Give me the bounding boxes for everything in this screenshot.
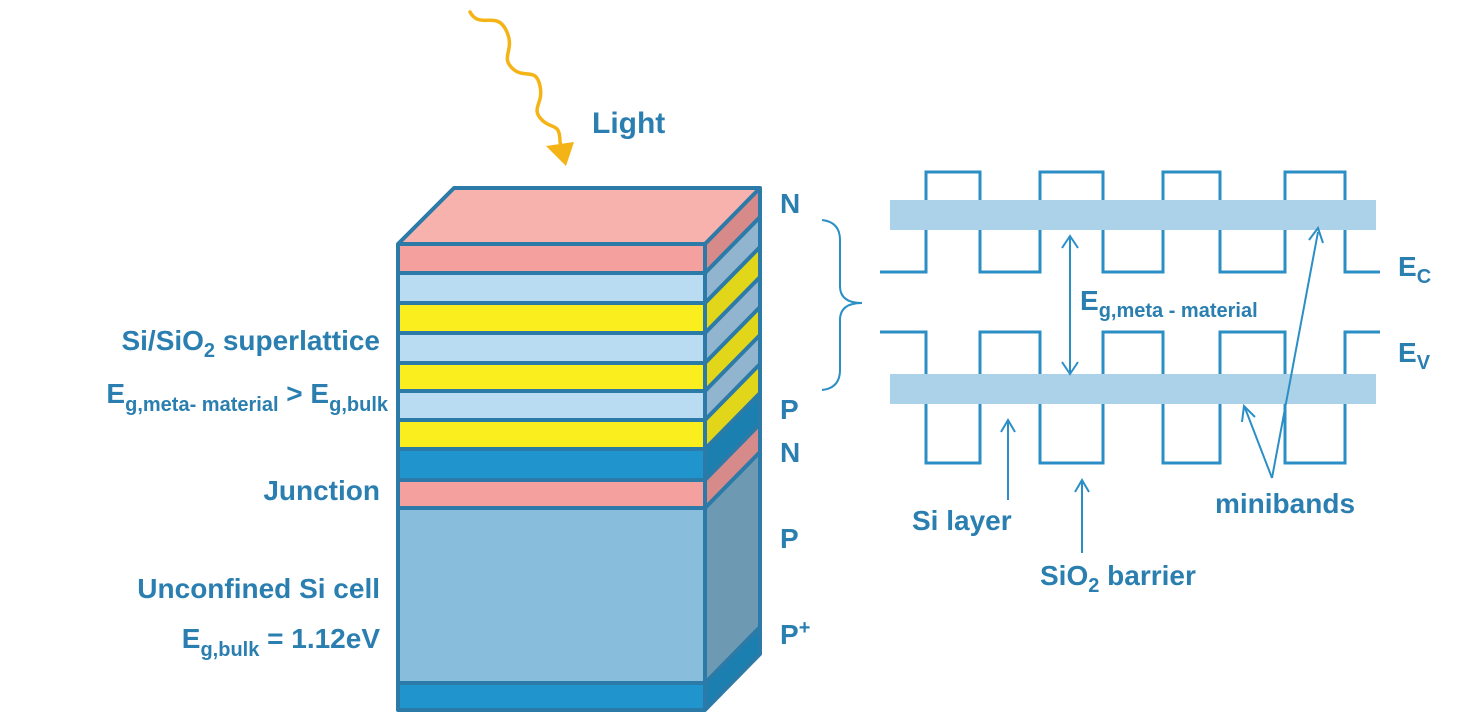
junction-label: Junction [263, 475, 380, 506]
layer-junction-n [398, 449, 705, 480]
side-sl-blue-2 [705, 277, 760, 363]
cell-stack [396, 186, 762, 712]
sio2-barrier-label: SiO2 barrier [1040, 560, 1196, 597]
layer-bulk [398, 508, 705, 683]
side-bulk [705, 452, 760, 683]
sio2-barrier-pointer-head [1074, 478, 1090, 493]
layer-sl-blue-2 [398, 333, 705, 363]
light-arrowhead [546, 142, 574, 166]
miniband-pointer-lower [1244, 407, 1273, 479]
light-label: Light [592, 107, 665, 140]
doping-n-junction: N [780, 437, 800, 468]
eg-meta-material-label: Eg,meta - material [1080, 285, 1258, 322]
conduction-band-edge [880, 170, 1380, 274]
minibands-label: minibands [1215, 488, 1355, 519]
side-sl-yellow-3 [705, 364, 760, 449]
light-wave-line [468, 10, 564, 152]
doping-n-top: N [780, 188, 800, 219]
side-p-plus [705, 627, 760, 710]
band-diagram [880, 170, 1380, 553]
side-sl-yellow-1 [705, 247, 760, 333]
side-sl-blue-3 [705, 335, 760, 420]
ev-label: EV [1398, 337, 1431, 374]
layer-junction-p [398, 480, 705, 508]
superlattice-brace [821, 219, 863, 391]
superlattice-label: Si/SiO2 superlattice [121, 325, 380, 362]
bandgap-arrow-head-bottom [1061, 361, 1079, 376]
miniband-pointer-upper [1271, 231, 1319, 479]
layer-sl-blue-3 [398, 391, 705, 420]
si-layer-label: Si layer [912, 505, 1012, 536]
si-layer-pointer-head [1000, 418, 1016, 433]
eg-bulk-label: Eg,bulk = 1.12eV [182, 623, 381, 661]
side-junction-n [705, 393, 760, 480]
light-ray [468, 10, 574, 166]
layer-n-top [398, 244, 705, 273]
layer-p-plus [398, 683, 705, 710]
side-sl-yellow-2 [705, 307, 760, 391]
valence-band-edge [880, 330, 1380, 465]
side-n-top [705, 188, 760, 273]
layer-sl-yellow-2 [398, 363, 705, 391]
layer-sl-yellow-1 [398, 303, 705, 333]
bandgap-arrow-head-top [1061, 234, 1079, 249]
unconfined-cell-label: Unconfined Si cell [137, 573, 380, 604]
stack-outlines [396, 186, 762, 712]
ec-label: EC [1398, 251, 1431, 288]
miniband-pointer-upper-head [1308, 225, 1324, 244]
doping-p-plus: P+ [780, 617, 810, 650]
doping-p-bulk: P [780, 523, 799, 554]
top-face [398, 188, 760, 244]
side-junction-p [705, 424, 760, 508]
eg-compare-label: Eg,meta- material > Eg,bulk [106, 378, 388, 416]
layer-sl-yellow-3 [398, 420, 705, 449]
side-sl-blue-1 [705, 217, 760, 303]
doping-p-top: P [780, 394, 799, 425]
conduction-miniband [890, 200, 1376, 230]
miniband-pointer-lower-head [1241, 403, 1256, 423]
valence-miniband [890, 374, 1376, 404]
layer-sl-blue-1 [398, 273, 705, 303]
